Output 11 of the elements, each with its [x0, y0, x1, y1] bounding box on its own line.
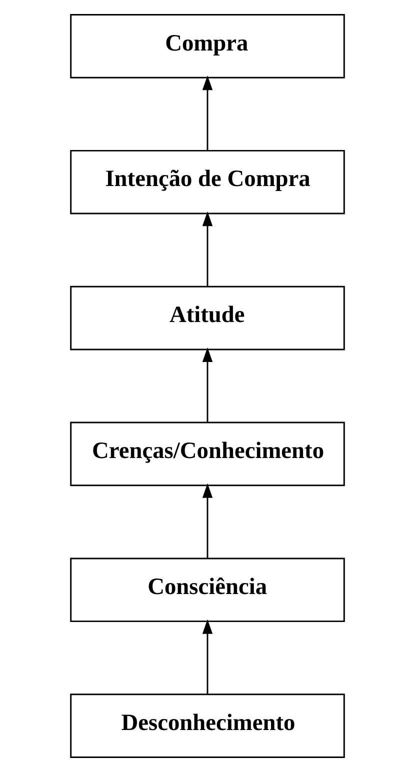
arrow: [202, 76, 212, 150]
arrow: [202, 211, 212, 286]
node-box: Desconhecimento: [70, 694, 344, 758]
arrow: [202, 483, 212, 558]
node-box: Crenças/Conhecimento: [70, 422, 344, 486]
arrow: [202, 347, 212, 422]
node-box: Atitude: [70, 286, 344, 350]
node-box: Consciência: [70, 558, 344, 622]
arrow: [202, 619, 212, 694]
node-box: Compra: [70, 14, 344, 78]
node-box: Intenção de Compra: [70, 150, 344, 214]
